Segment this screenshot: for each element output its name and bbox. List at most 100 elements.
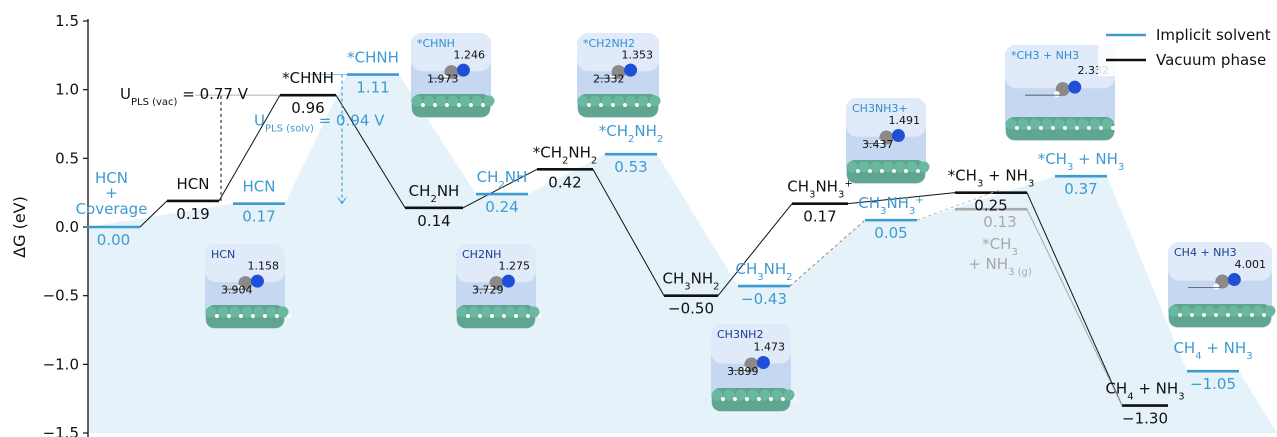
value-label: 0.19: [176, 205, 209, 223]
legend-label-implicit: Implicit solvent: [1156, 26, 1271, 44]
state-label: *CH3 + NH3: [1038, 150, 1125, 173]
adsorbed-h: [1202, 313, 1206, 317]
surface-atom: [468, 306, 480, 318]
state-label-coverage: Coverage: [76, 200, 148, 218]
adsorbed-h: [478, 314, 482, 318]
inset-highlight: [411, 33, 491, 72]
state-label-gas: + NH3 (g): [968, 255, 1032, 278]
surface-atom: [229, 306, 241, 318]
inset-title: CH3NH2: [717, 328, 763, 341]
adsorbed-h: [227, 314, 231, 318]
adsorbed-h: [466, 314, 470, 318]
value-label: 0.17: [803, 208, 836, 226]
bond-length-label: 1.473: [754, 340, 786, 353]
inset-highlight: [846, 98, 926, 137]
surface-atom: [1053, 118, 1065, 130]
adsorbed-h: [587, 103, 591, 107]
surface-atom: [205, 306, 217, 318]
surface-atom: [241, 306, 253, 318]
y-tick-label: 0.0: [55, 218, 79, 236]
y-tick-label: −0.5: [43, 287, 79, 305]
state-label: *CH2NH2: [533, 143, 598, 166]
adsorbed-h: [916, 169, 920, 173]
state-label: CH4 + NH3: [1173, 339, 1252, 362]
adsorbed-h: [733, 397, 737, 401]
connector: [462, 168, 538, 209]
adsorbed-h: [1178, 313, 1182, 317]
state-label: HCN: [95, 169, 128, 187]
surface-atom: [783, 389, 795, 401]
bond-length-label: 1.158: [248, 260, 280, 273]
nitrogen-atom: [891, 129, 905, 143]
surface-atom: [858, 161, 870, 173]
connector: [592, 169, 665, 296]
adsorbed-h: [856, 169, 860, 173]
distance-label: 3.729: [472, 283, 504, 296]
surface-atom: [471, 95, 483, 107]
value-label: 0.05: [874, 224, 907, 242]
state-label: CH3NH2: [735, 260, 792, 283]
inset-title: *CH3 + NH3: [1011, 49, 1079, 62]
surface-atom: [613, 95, 625, 107]
state-label: HCN: [177, 175, 210, 193]
surface-atom: [735, 389, 747, 401]
surface-atom: [1228, 305, 1240, 317]
inset-highlight: [1005, 45, 1115, 89]
nitrogen-atom: [456, 63, 470, 77]
connector: [916, 189, 1001, 221]
surface-atom: [456, 306, 468, 318]
adsorbed-h: [781, 397, 785, 401]
nitrogen-atom: [250, 274, 264, 288]
connector: [335, 94, 406, 209]
surface-atom: [423, 95, 435, 107]
inset-title: CH3NH3+: [852, 102, 908, 115]
value-label: −0.43: [741, 290, 787, 308]
inset-highlight: [711, 324, 791, 364]
adsorbed-h: [599, 103, 603, 107]
state-label: *CHNH: [282, 69, 334, 87]
adsorbed-h: [647, 103, 651, 107]
arrow-head: [337, 197, 347, 205]
adsorbed-h: [502, 314, 506, 318]
y-axis: 1.51.00.50.0−0.5−1.0−1.5ΔG (eV): [10, 12, 89, 437]
connector: [218, 94, 281, 202]
hydrogen-atom: [1053, 91, 1060, 98]
value-label: −1.30: [1122, 410, 1168, 428]
state-label: CH2NH: [409, 182, 460, 205]
bond-length-label: 1.491: [889, 114, 921, 127]
adsorbed-h: [526, 314, 530, 318]
legend-label-vacuum: Vacuum phase: [1156, 51, 1266, 69]
y-tick-label: −1.5: [43, 424, 79, 437]
adsorbed-h: [745, 397, 749, 401]
hydrogen-atom: [1213, 283, 1220, 290]
state-label: *CHNH: [347, 49, 399, 67]
state-label: CH2NH: [477, 168, 528, 191]
surface-atom: [723, 389, 735, 401]
value-label: 0.37: [1064, 180, 1097, 198]
value-label: −0.50: [668, 300, 714, 318]
surface-atom: [1216, 305, 1228, 317]
adsorbed-h: [287, 314, 291, 318]
hydrogen-atom: [487, 285, 494, 292]
hydrogen-atom: [742, 366, 749, 373]
distance-label: 2.332: [593, 72, 625, 85]
adsorbed-h: [1226, 313, 1230, 317]
distance-label: 1.973: [427, 72, 459, 85]
value-label: 0.13: [983, 213, 1016, 231]
inset-highlight: [577, 33, 659, 72]
surface-atom: [253, 306, 265, 318]
label-layer: HCN+Coverage0.00HCN0.17*CHNH1.11CH2NH0.2…: [76, 49, 1253, 428]
bond-length-label: 1.353: [622, 49, 654, 62]
adsorbed-h: [635, 103, 639, 107]
adsorbed-h: [1274, 313, 1277, 317]
value-label: 0.14: [417, 212, 450, 230]
hydrogen-atom: [236, 285, 243, 292]
surface-atom: [1041, 118, 1053, 130]
connector: [717, 203, 793, 296]
adsorbed-h: [1250, 313, 1254, 317]
